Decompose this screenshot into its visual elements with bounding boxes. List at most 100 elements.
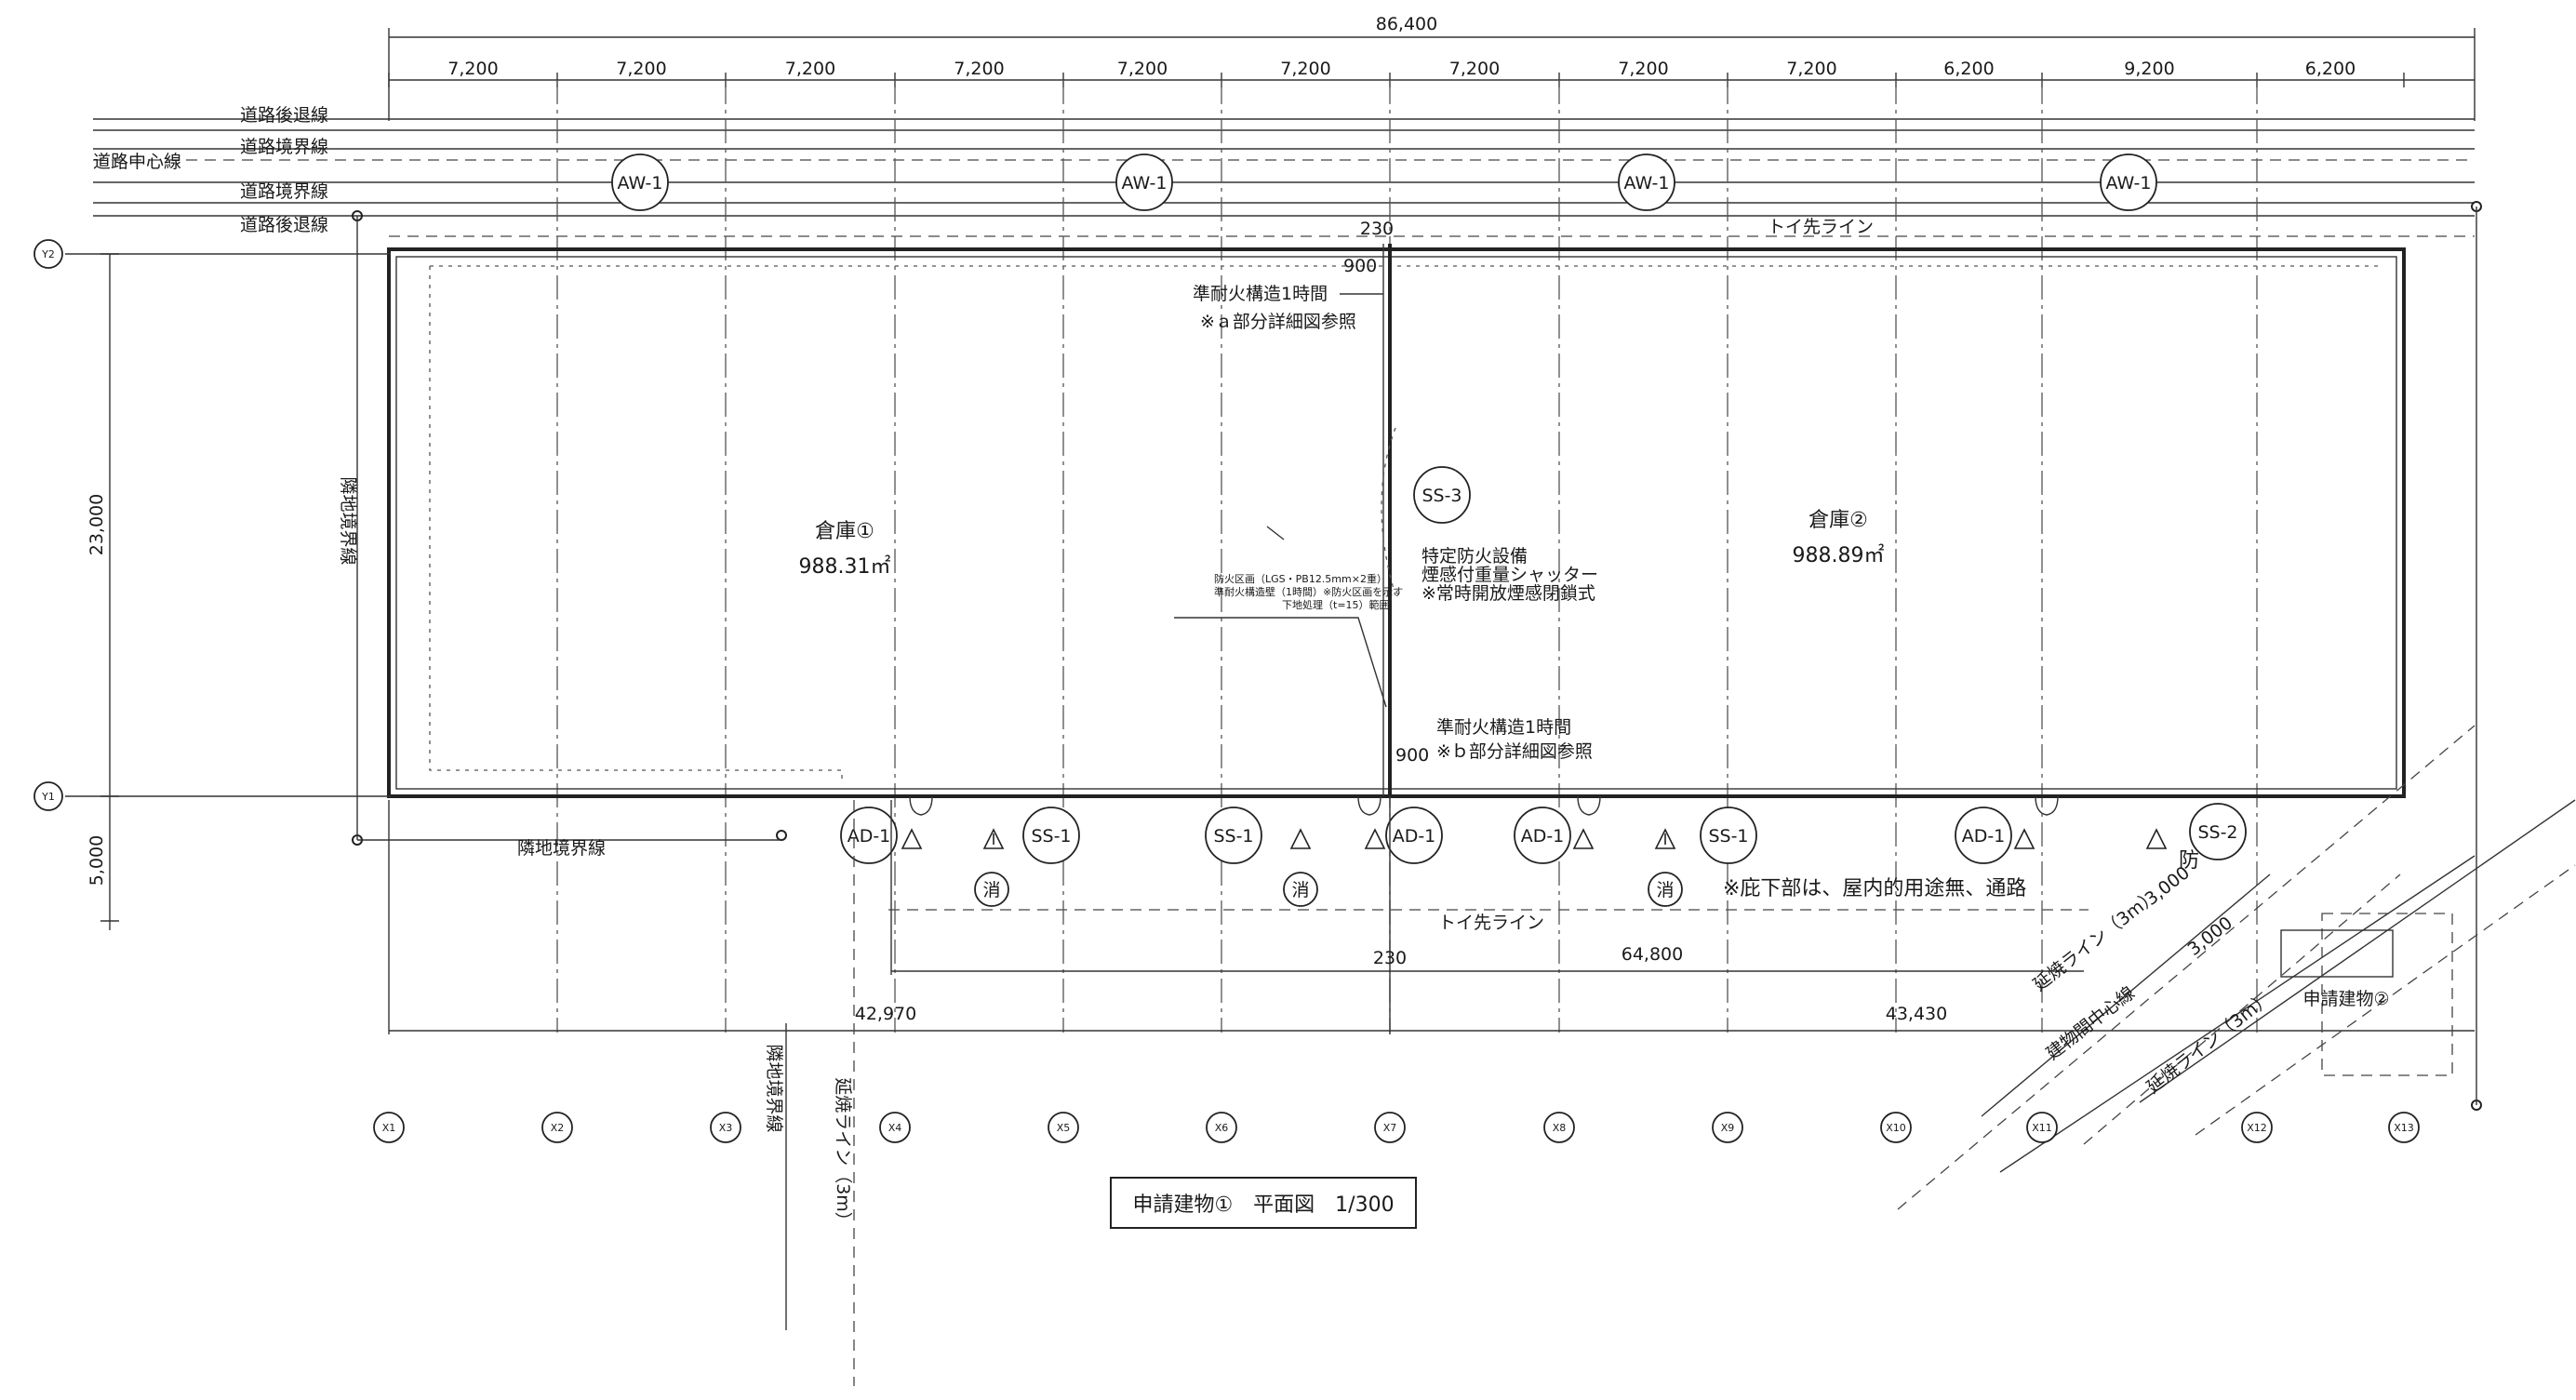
room-2-area: 988.89㎡	[1793, 543, 1885, 567]
grid-label-x: X11	[2032, 1122, 2052, 1134]
spread-line-left-label: 延焼ライン（3m）	[833, 1077, 853, 1230]
grid-bubble-x	[2026, 1112, 2058, 1143]
dim-span: 7,200	[1786, 59, 1836, 79]
dim-span: 6,200	[1943, 59, 1994, 79]
small-note-3: 下地処理（t=15）範囲	[1282, 598, 1390, 611]
neighbor-boundary-lower-label: 隣地境界線	[764, 1044, 784, 1132]
ad-tag-label: AD-1	[1962, 826, 2006, 847]
spread-line-right-label-1: 延焼ライン（3m）	[2030, 886, 2162, 995]
grid-label-x: X7	[1383, 1122, 1397, 1134]
grid-bubble-x	[879, 1112, 911, 1143]
aw-tag-label: AW-1	[1624, 173, 1670, 193]
road-lines: 道路後退線 道路境界線 道路中心線 道路境界線 道路後退線	[93, 105, 2475, 235]
aw-tag-circle	[1115, 153, 1173, 211]
small-note-1: 防火区画（LGS・PB12.5mm×2重）	[1214, 572, 1387, 585]
dim-span: 9,200	[2124, 59, 2174, 79]
aw-window-tags: AW-1 AW-1 AW-1 AW-1	[611, 153, 2157, 211]
aw-tag-circle	[1618, 153, 1675, 211]
building-center-line-label: 建物間中心線	[2043, 982, 2139, 1064]
ad-tag-label: AD-1	[1393, 826, 1436, 847]
warning-triangle-icon	[2013, 828, 2035, 849]
dim-overall: 86,400	[1376, 14, 1437, 34]
warning-triangle-icon	[2145, 828, 2168, 849]
grid-bubble-x	[2241, 1112, 2273, 1143]
ss3-tag-label: SS-3	[1421, 486, 1462, 506]
grid-bubble-x	[1048, 1112, 1079, 1143]
ss1-tag-label: SS-1	[1213, 826, 1253, 847]
dim-span: 7,200	[1618, 59, 1668, 79]
road-center-label: 道路中心線	[93, 152, 181, 172]
extinguisher-icon	[974, 872, 1009, 907]
grid-label-x: X13	[2394, 1122, 2414, 1134]
grid-bubble-x	[1543, 1112, 1575, 1143]
extinguisher-label: 消	[982, 880, 1000, 900]
dim-span: 7,200	[1280, 59, 1330, 79]
extinguisher-icon	[1648, 872, 1683, 907]
ss1-tag-circle	[1022, 807, 1080, 864]
grid-label-y2: Y2	[41, 248, 55, 260]
extinguisher-icon	[1283, 872, 1318, 907]
ad-tag-circle	[1514, 807, 1571, 864]
aw-tag-label: AW-1	[1122, 173, 1168, 193]
fire-structure-note-bottom-2: ※ｂ部分詳細図参照	[1436, 741, 1593, 762]
left-dimensions: 23,000 5,000 Y2 Y1	[33, 239, 391, 930]
ss2-tag-circle	[2189, 803, 2247, 860]
neighbor-boundary-bottom-label: 隣地境界線	[517, 838, 606, 859]
bottom-dimensions: 230 64,800 42,970 43,430	[388, 796, 2475, 1034]
extinguisher-label: 消	[1656, 880, 1674, 900]
dim-span: 7,200	[1449, 59, 1500, 79]
dim-230-bottom: 230	[1373, 948, 1407, 968]
grid-label-x: X10	[1886, 1122, 1906, 1134]
eaves-note: ※庇下部は、屋内的用途無、通路	[1723, 877, 2026, 900]
fire-structure-note-top-2: ※ａ部分詳細図参照	[1200, 312, 1356, 332]
shutter-swing-arc	[1381, 427, 1396, 596]
fire-protection-mark: 防	[2179, 849, 2199, 873]
neighbor-boundary-left-label: 隣地境界線	[338, 476, 358, 565]
dim-lower-right: 43,430	[1886, 1004, 1947, 1024]
grid-label-x: X8	[1553, 1122, 1567, 1134]
building-outline	[387, 244, 2406, 798]
grid-bubble-y2	[33, 239, 63, 269]
title-box	[1110, 1177, 1417, 1229]
grid-label-x: X3	[719, 1122, 733, 1134]
warning-triangle-icon	[1572, 828, 1595, 849]
room-2-name: 倉庫②	[1809, 509, 1868, 532]
ss1-tag-circle	[1205, 807, 1262, 864]
dim-900-bottom: 900	[1395, 745, 1429, 766]
shutter-note-3: ※常時開放煙感閉鎖式	[1421, 583, 1595, 604]
ss1-tag-label: SS-1	[1708, 826, 1748, 847]
grid-bubble-x	[710, 1112, 741, 1143]
gutter-bottom-label: トイ先ライン	[1438, 913, 1544, 933]
warning-triangle-icon	[1289, 828, 1312, 849]
building-2-outline	[2321, 913, 2453, 1076]
dim-span: 7,200	[447, 59, 498, 79]
shutter-note-2: 煙感付重量シャッター	[1421, 565, 1598, 585]
gutter-top-label: トイ先ライン	[1768, 217, 1874, 237]
grid-bubble-x	[1374, 1112, 1406, 1143]
ss3-tag-circle	[1413, 466, 1471, 524]
extinguisher-label: 消	[1291, 880, 1309, 900]
grid-bubble-x	[1880, 1112, 1912, 1143]
grid-bubble-y1	[33, 781, 63, 811]
dim-900-top: 900	[1343, 256, 1377, 276]
dim-span: 6,200	[2305, 59, 2356, 79]
spread-line-right-label-2: 延焼ライン（3m）	[2143, 988, 2276, 1098]
aw-tag-label: AW-1	[2106, 173, 2152, 193]
dim-diag-2: 3,000	[2184, 913, 2236, 960]
ad-tag-label: AD-1	[1521, 826, 1565, 847]
building-2-label: 申請建物②	[2302, 989, 2389, 1009]
grid-label-x: X9	[1721, 1122, 1735, 1134]
small-note-2: 準耐火構造壁（1時間）※防火区画を示す	[1214, 585, 1403, 598]
grid-label-x: X6	[1215, 1122, 1229, 1134]
grid-bubble-x	[1712, 1112, 1743, 1143]
ad-tag-circle	[840, 807, 898, 864]
aw-tag-label: AW-1	[618, 173, 663, 193]
ad-tag-circle	[1385, 807, 1443, 864]
fire-structure-note-top-1: 準耐火構造1時間	[1193, 284, 1328, 304]
aw-tag-circle	[2100, 153, 2157, 211]
warning-triangle-icon	[982, 828, 1005, 849]
shutter-note-1: 特定防火設備	[1421, 546, 1528, 567]
